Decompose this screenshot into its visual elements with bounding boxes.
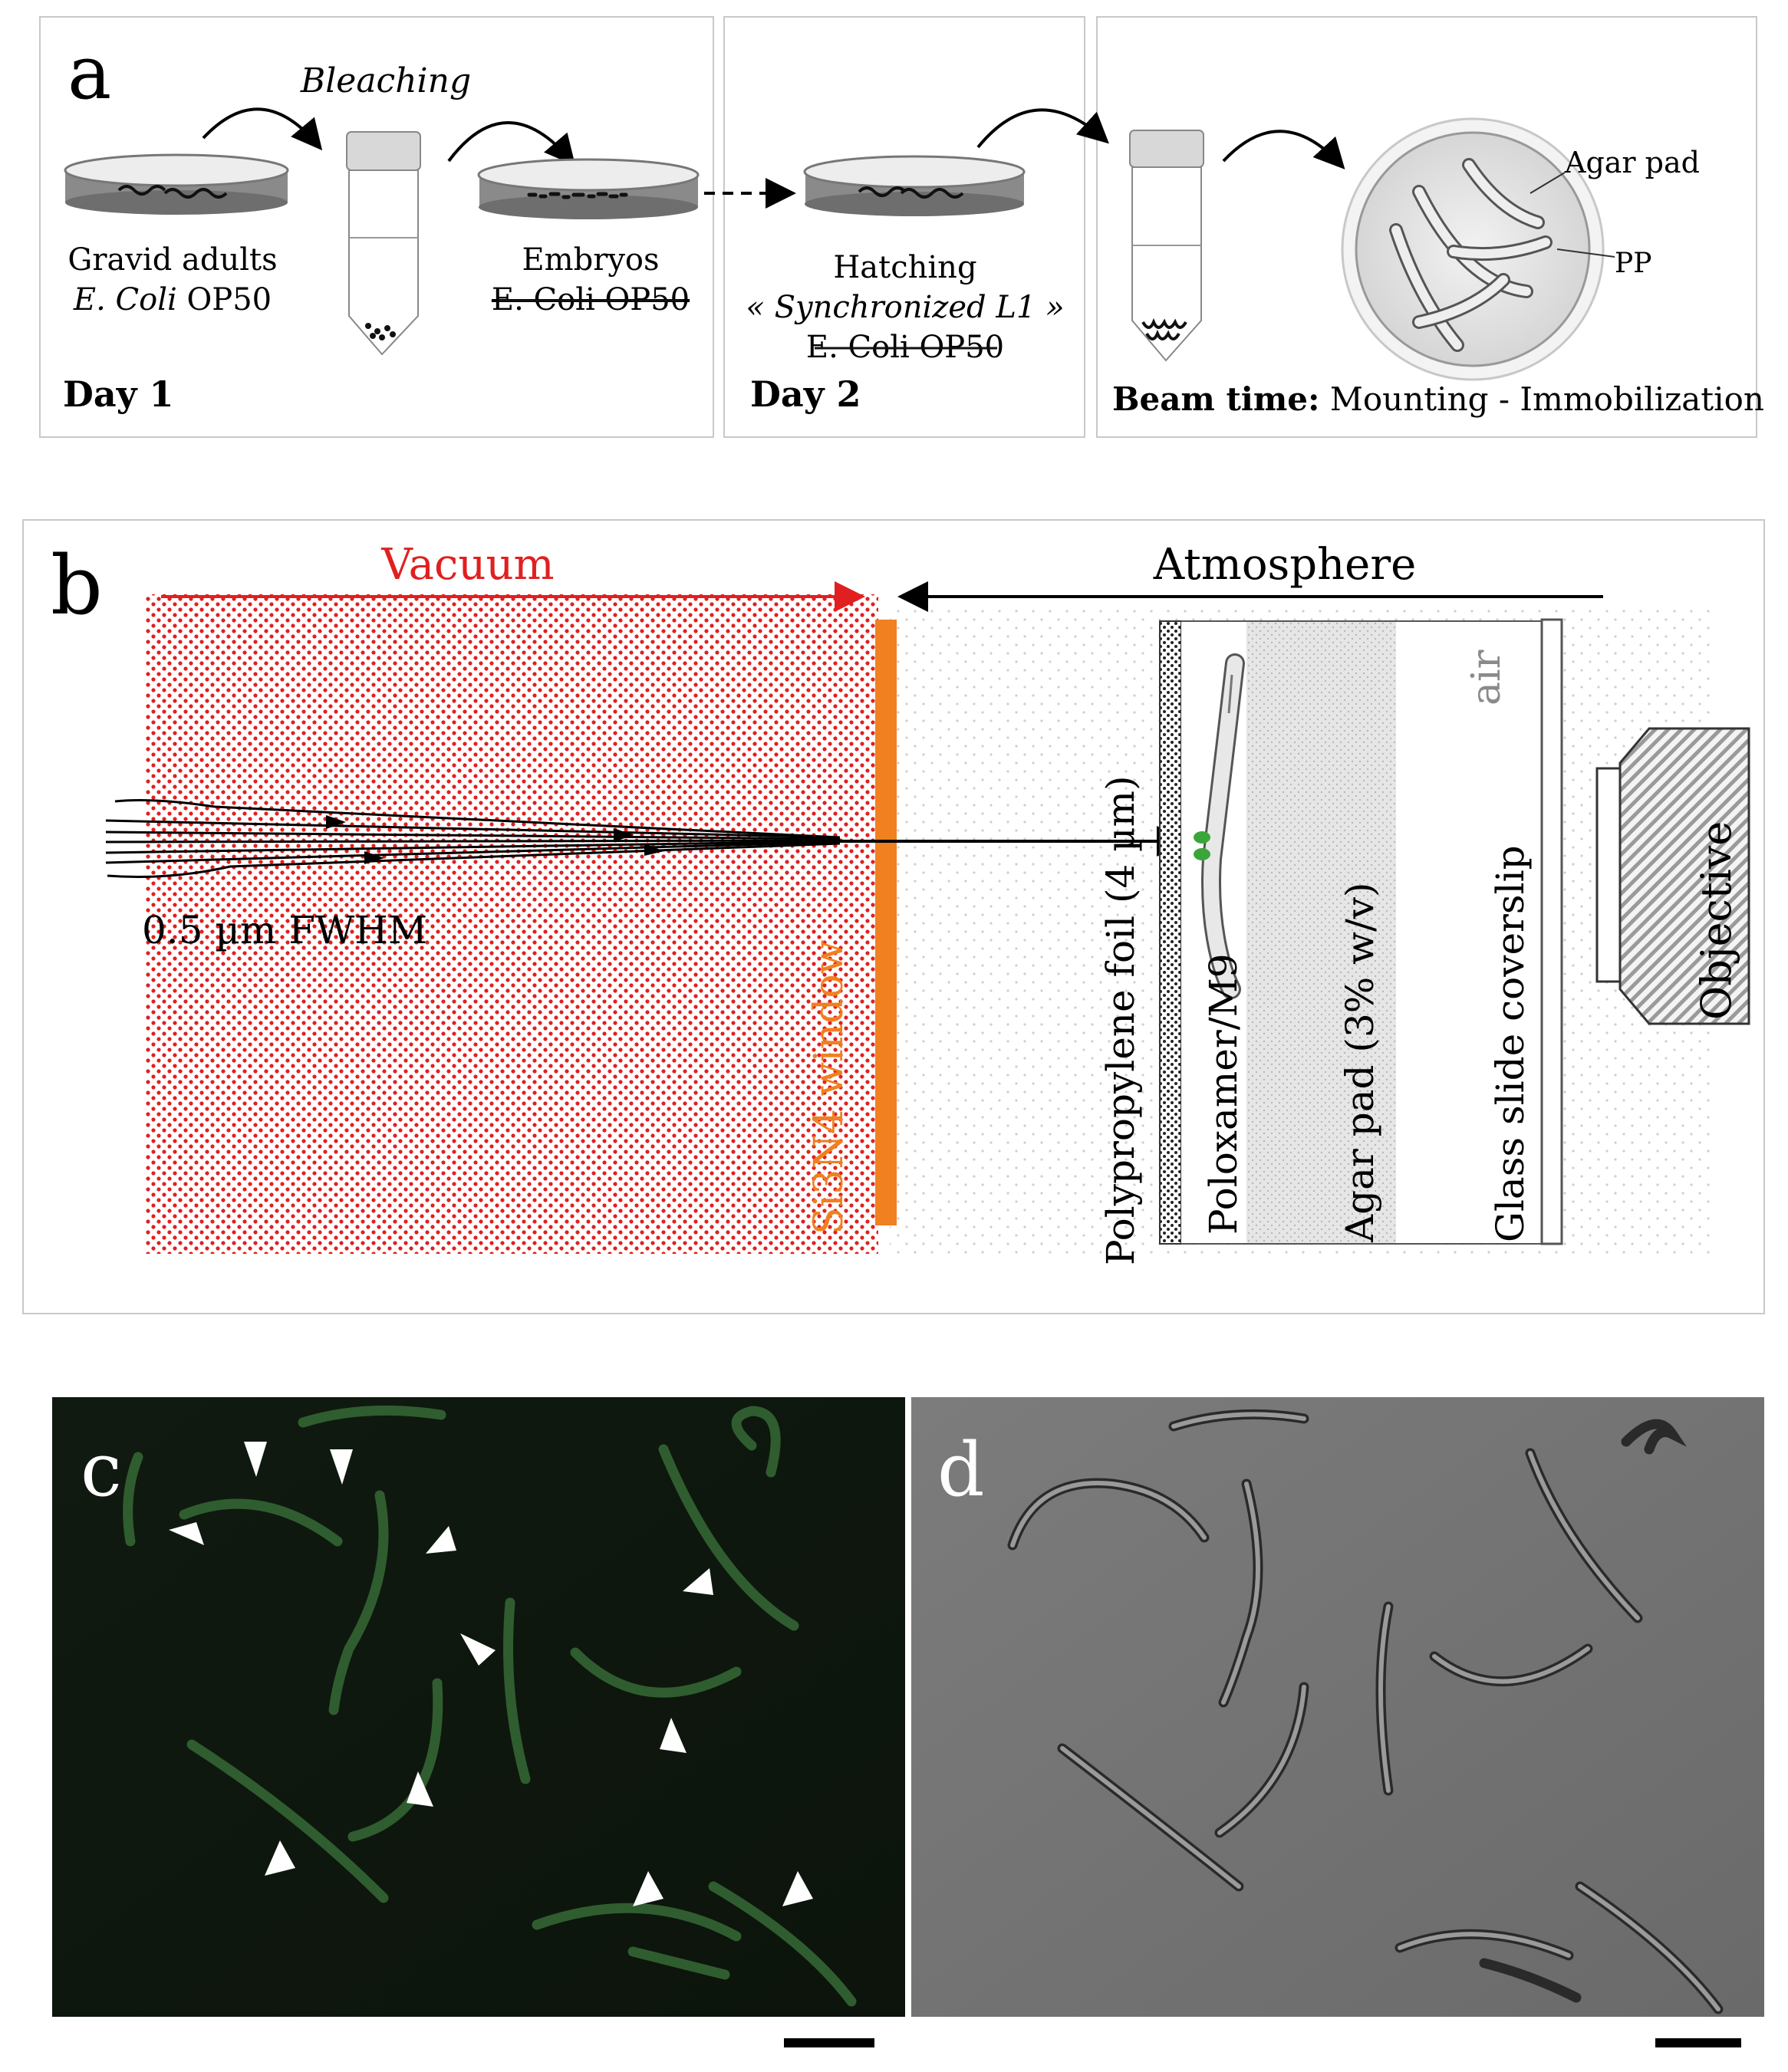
si3n4-window-bar	[875, 620, 897, 1225]
fluorescent-marker-2	[1194, 848, 1210, 860]
arrowhead-marker	[169, 1522, 204, 1545]
glass-coverslip	[1540, 618, 1563, 1245]
panel-a: a Gravid adults E. Coli OP50 Bleaching	[39, 16, 1764, 438]
panel-d-label: d	[937, 1427, 984, 1513]
arrowhead-marker	[460, 1633, 496, 1666]
arrow-to-embryos	[447, 121, 576, 166]
scale-bar-c	[784, 2038, 874, 2047]
panel-a-day1-box	[39, 16, 714, 438]
air-label: air	[1464, 650, 1510, 705]
day1-label: Day 1	[63, 373, 173, 415]
air-layer	[1396, 621, 1542, 1244]
arrowhead-marker	[244, 1442, 267, 1477]
objective-illustration	[1595, 727, 1750, 1025]
sample-assembly	[1159, 618, 1563, 1245]
tube-l1	[1129, 130, 1204, 362]
bleaching-label: Bleaching	[300, 61, 471, 100]
panel-d: d	[911, 1397, 1764, 2047]
arrowhead-marker	[660, 1718, 687, 1753]
petri-dish-hatching	[803, 155, 1026, 216]
agar-pad-b-label: Agar pad (3% w/v)	[1338, 882, 1382, 1243]
vacuum-label: Vacuum	[380, 540, 554, 590]
arrowhead-marker	[782, 1871, 813, 1906]
objective-label: Objective	[1692, 821, 1740, 1020]
arrowhead-marker	[265, 1840, 295, 1876]
panel-b: b Vacuum Atmosphere Si3N4 window	[22, 519, 1765, 1314]
panel-c: c	[52, 1397, 905, 2047]
pp-label: PP	[1615, 248, 1651, 279]
beam-arrowheads	[326, 815, 664, 864]
synchronized-label: « Synchronized L1 »	[746, 290, 1064, 325]
day2-label: Day 2	[750, 373, 861, 415]
glass-coverslip-label: Glass slide coverslip	[1488, 845, 1533, 1242]
beam-lines	[105, 799, 841, 878]
fluorescent-marker-1	[1194, 831, 1210, 844]
atmosphere-label: Atmosphere	[1153, 540, 1416, 590]
arrowheads	[169, 1442, 813, 1906]
petri-dish-adults	[64, 153, 289, 215]
arrowhead-marker	[330, 1449, 353, 1485]
si3n4-window-label: Si3N4 window	[806, 940, 852, 1235]
arrowhead-marker	[683, 1568, 713, 1595]
arrowhead-marker	[426, 1526, 456, 1554]
arrow-to-tube2	[976, 108, 1109, 149]
gravid-ecoli-label: E. Coli OP50	[73, 282, 272, 317]
polypropylene-foil	[1159, 620, 1182, 1245]
embryos-label: Embryos	[522, 242, 659, 278]
panel-c-label: c	[81, 1427, 122, 1513]
fluorescent-worms	[123, 1405, 857, 2007]
gravid-adults-label: Gravid adults	[68, 242, 277, 278]
agar-pad-label: Agar pad	[1564, 146, 1700, 179]
panel-a-label: a	[68, 30, 111, 116]
polypropylene-label: Polypropylene foil (4 µm)	[1098, 775, 1143, 1265]
beam-time-label: Beam time: Mounting - Immobilization	[1112, 380, 1764, 418]
agar-pad-illustration	[1341, 117, 1615, 381]
fwhm-label: 0.5 µm FWHM	[142, 908, 427, 952]
scale-bar-d	[1655, 2038, 1741, 2047]
arrow-to-agar	[1222, 130, 1345, 169]
tube-bleach	[346, 131, 421, 356]
panel-b-label: b	[51, 538, 103, 633]
panel-a-beam-box	[1096, 16, 1757, 438]
arrowhead-marker	[407, 1771, 433, 1807]
arrowhead-marker	[633, 1871, 664, 1906]
poloxamer-label: Poloxamer/M9	[1201, 953, 1246, 1235]
petri-dish-embryos	[477, 158, 700, 219]
vacuum-region	[146, 594, 878, 1254]
agar-layer	[1246, 621, 1396, 1244]
arrow-to-bleaching	[202, 107, 323, 151]
hatching-label: Hatching	[833, 250, 976, 285]
bf-worms-inner	[1010, 1412, 1720, 2011]
panel-a-day2-box	[723, 16, 1085, 438]
